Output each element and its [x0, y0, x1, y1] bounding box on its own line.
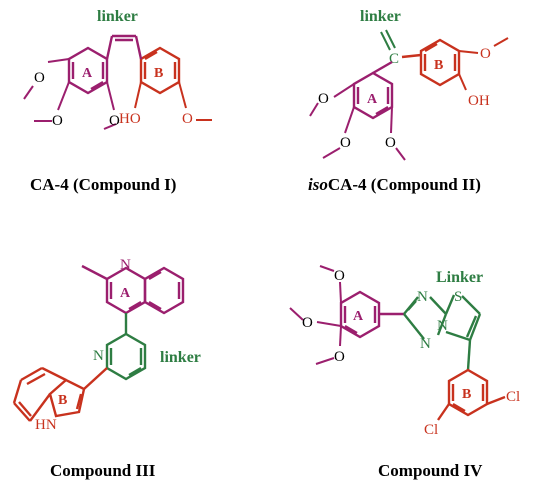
compound-4-ring-b-label: B	[462, 387, 471, 402]
compound-1-oxygen-2: O	[52, 113, 63, 129]
compound-2-linker-bond	[380, 29, 396, 51]
compound-1-ring-a-label: A	[82, 66, 93, 81]
compound-3-nitrogen-2: N	[93, 348, 104, 364]
compound-4-nitrogen-1: N	[417, 289, 428, 305]
compound-3-nitrogen-1: N	[120, 257, 131, 273]
compound-4-linker-label: Linker	[436, 269, 483, 286]
compound-1-oxygen-3: O	[109, 113, 120, 129]
compound-2-methoxy-bonds	[309, 83, 406, 161]
compound-3-nh: HN	[35, 417, 57, 433]
compound-3-ring-b-label: B	[58, 393, 67, 408]
compound-3-benzo-ring	[143, 266, 185, 315]
compound-4-caption: Compound IV	[378, 461, 483, 480]
compound-1-ring-b-label: B	[154, 66, 163, 81]
compound-1-caption: CA-4 (Compound I)	[30, 175, 176, 194]
compound-4-ring-a-label: A	[353, 309, 364, 324]
compound-4-oxygen-3: O	[334, 349, 345, 365]
compound-4-nitrogen-2: N	[420, 336, 431, 352]
compound-3-linker-label: linker	[160, 349, 201, 366]
compound-4-oxygen-1: O	[334, 268, 345, 284]
compound-3-ring-b	[12, 366, 108, 422]
compound-2-oxygen-1: O	[480, 46, 491, 62]
compound-2-ring-a-label: A	[367, 92, 378, 107]
compound-3-ring-a-label: A	[120, 286, 131, 301]
compound-1-ca4: A B linker O O O	[23, 8, 212, 194]
compound-2-ring-a	[352, 60, 394, 120]
compound-2-ring-b-substituent-bonds	[458, 37, 509, 91]
compound-2-caption: isoCA-4 (Compound II)	[308, 175, 481, 194]
compound-4-oxygen-2: O	[302, 315, 313, 331]
compound-4: A O O O N S N N L	[289, 265, 520, 480]
compound-3-linker-ring	[105, 313, 147, 381]
compound-2-isoca4: linker C A B O	[308, 8, 509, 194]
compound-2-oxygen-3: O	[340, 135, 351, 151]
compound-3-caption: Compound III	[50, 461, 156, 480]
compound-2-linker-atom: C	[389, 51, 399, 67]
compound-1-linker-label: linker	[97, 8, 138, 25]
compound-4-chlorine-2: Cl	[424, 422, 438, 438]
compound-2-oxygen-4: O	[385, 135, 396, 151]
compound-2-linker-label: linker	[360, 8, 401, 25]
compound-1-methoxy-bonds	[23, 58, 117, 130]
compound-2-caption-rest: CA-4 (Compound II)	[328, 175, 481, 194]
compound-2-caption-italic: iso	[308, 175, 328, 194]
compound-1-hydroxyl: HO	[119, 111, 141, 127]
compound-4-nitrogen-3: N	[437, 318, 448, 334]
compound-4-ring-b	[437, 368, 506, 421]
compound-4-linker-rings	[403, 294, 482, 371]
compound-4-ring-a	[339, 290, 404, 339]
compound-4-methoxy-bonds	[289, 265, 342, 365]
compound-2-ring-b	[401, 38, 461, 87]
compound-2-oxygen-2: O	[318, 91, 329, 107]
compound-4-chlorine-1: Cl	[506, 389, 520, 405]
compound-1-linker-bond	[105, 34, 143, 60]
compound-3-ring-a	[81, 264, 147, 315]
compound-4-sulfur: S	[454, 289, 462, 305]
compound-2-hydroxyl: OH	[468, 93, 490, 109]
compound-3: N A N linker	[12, 257, 201, 480]
compound-1-oxygen-1: O	[34, 70, 45, 86]
compound-1-oxygen-4: O	[182, 111, 193, 127]
compound-1-ring-b-substituent-bonds	[134, 81, 212, 121]
compound-2-ring-b-label: B	[434, 58, 443, 73]
